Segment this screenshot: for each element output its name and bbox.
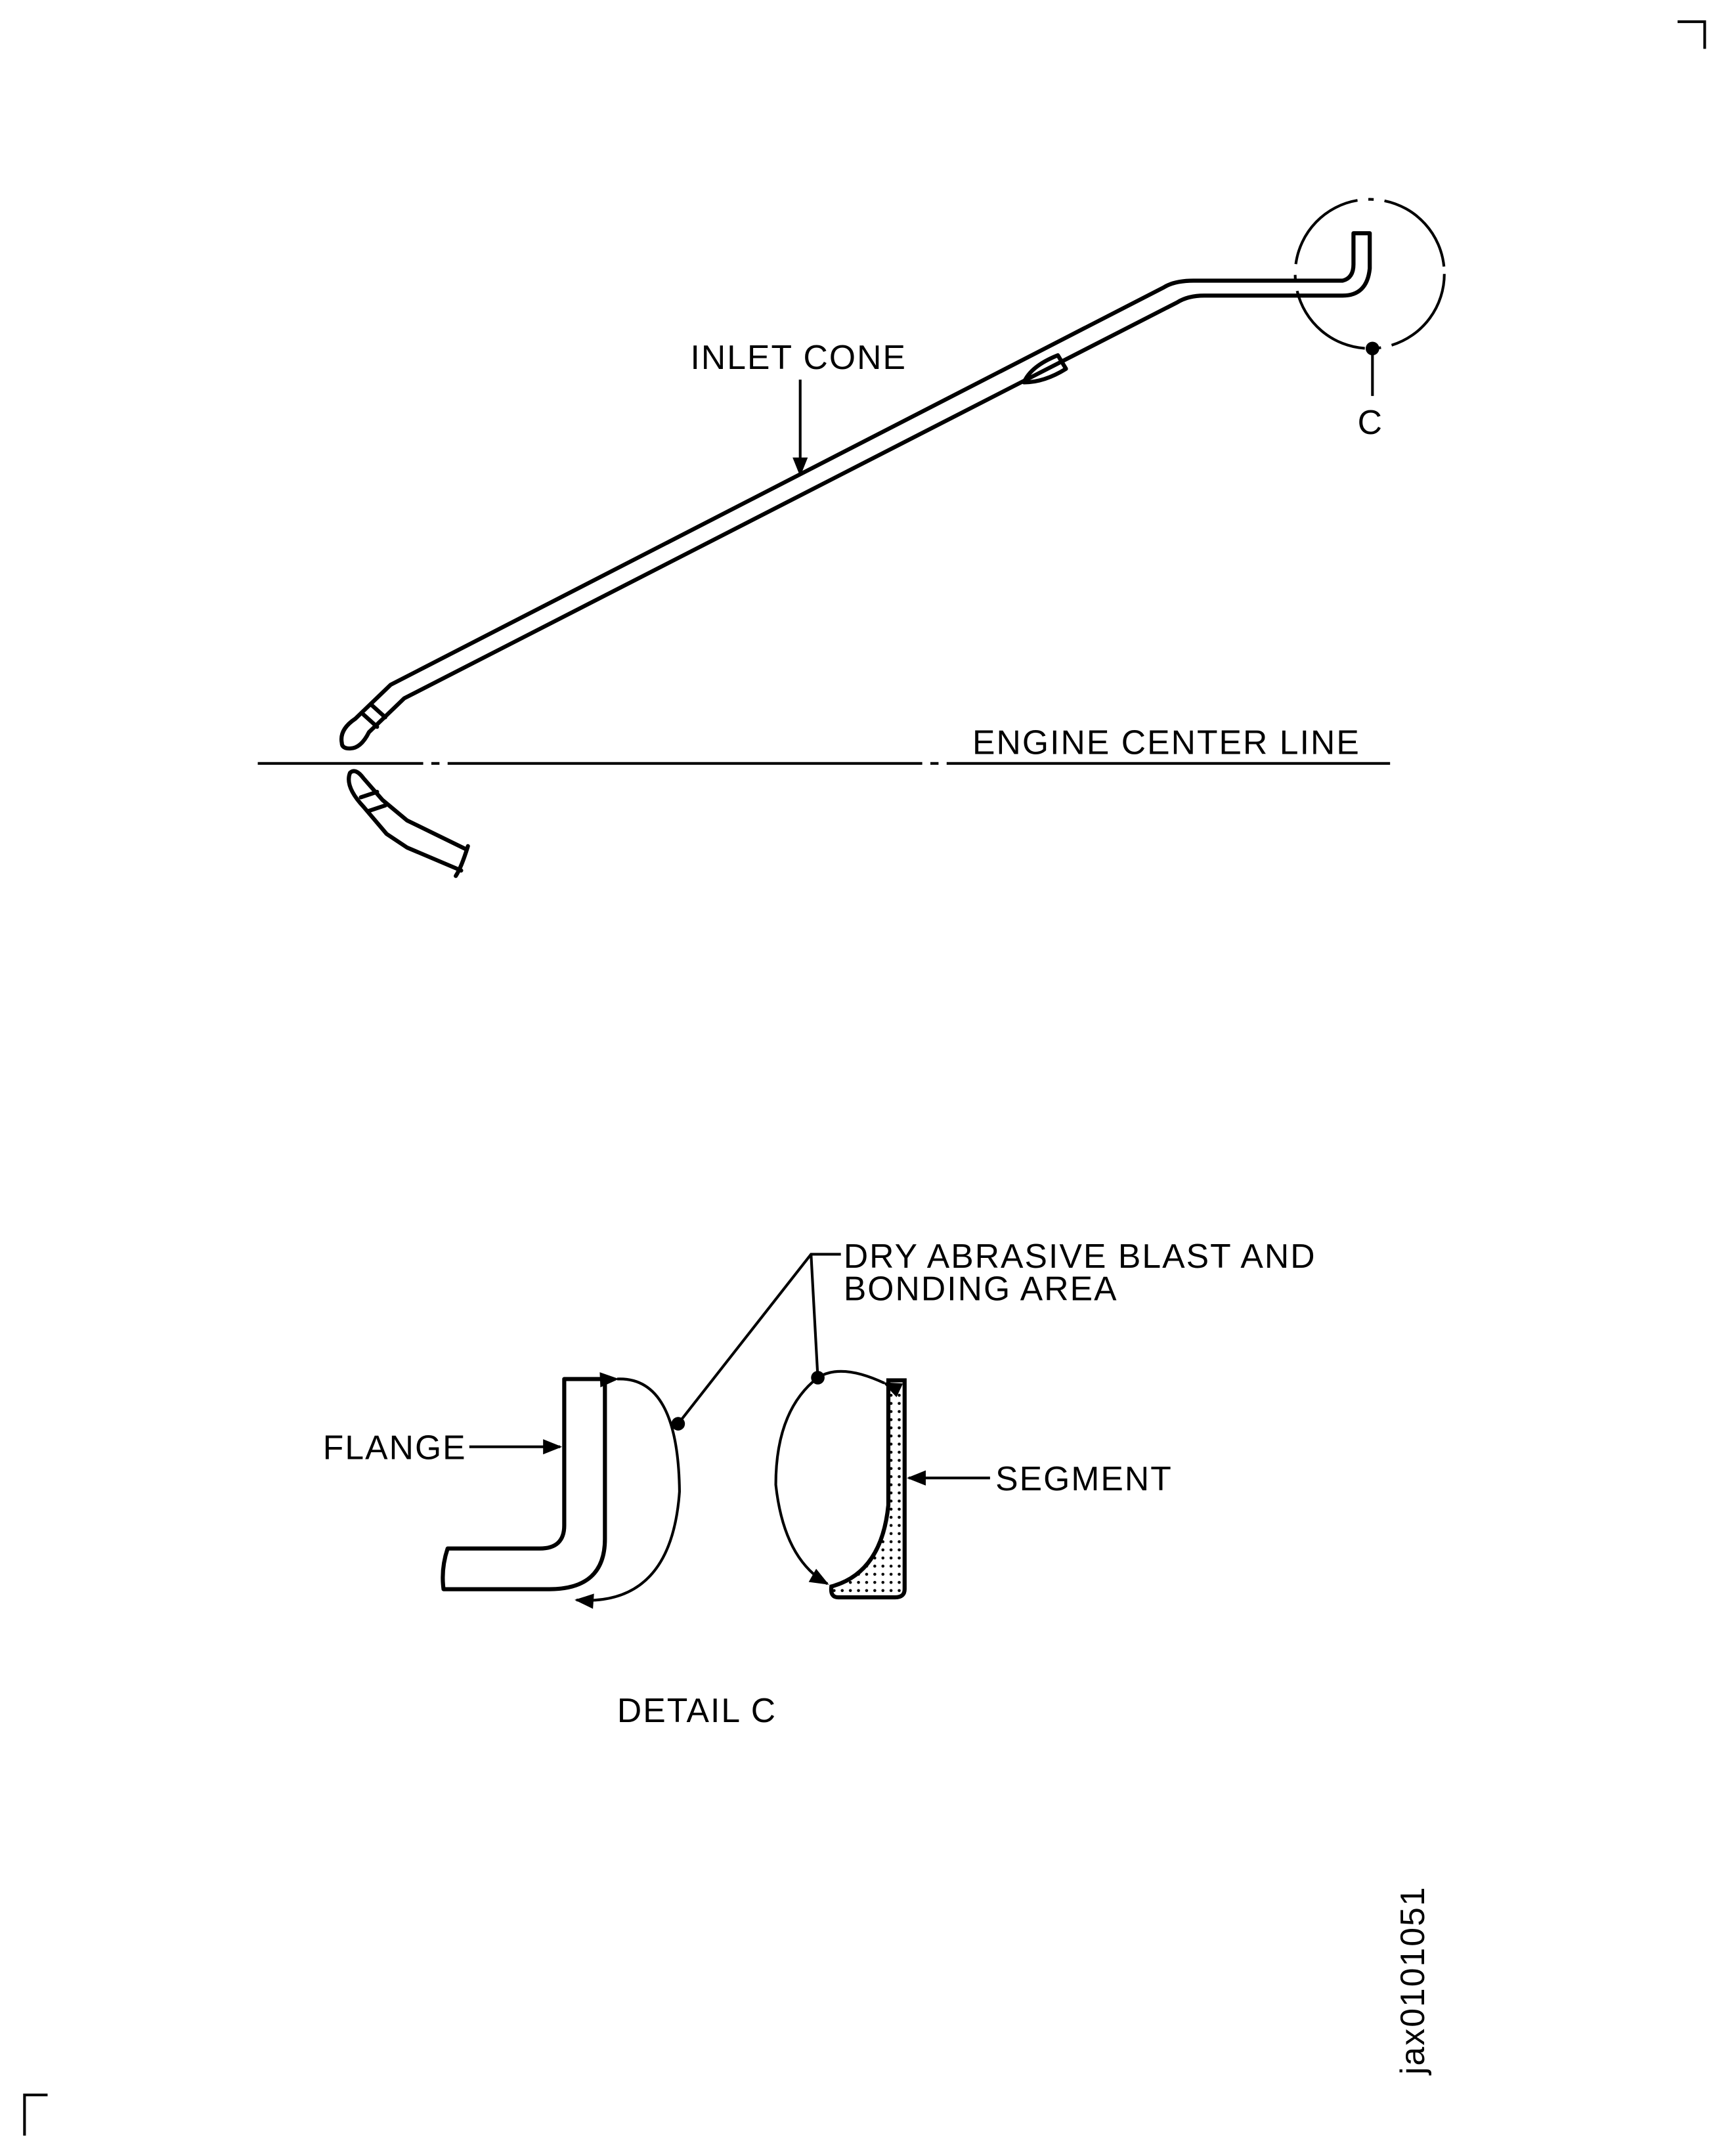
inlet-cone-profile	[339, 231, 1372, 751]
engine-center-line-label: ENGINE CENTER LINE	[972, 723, 1360, 761]
crop-mark-top-right	[1678, 20, 1706, 49]
segment-shape	[829, 1378, 907, 1600]
detail-title: DETAIL C	[617, 1691, 777, 1729]
segment-label: SEGMENT	[995, 1459, 1173, 1498]
segment-bond-arc	[774, 1370, 903, 1586]
crop-mark-bottom-left	[23, 2093, 48, 2136]
callout-line-1: DRY ABRASIVE BLAST AND	[844, 1237, 1316, 1275]
detail-c-ref-label: C	[1358, 403, 1383, 441]
flange-bond-arc	[575, 1372, 681, 1609]
detail-c-circle	[1293, 198, 1446, 350]
figure-id: jax0101051	[1393, 1886, 1431, 2076]
callout-line-2: BONDING AREA	[844, 1270, 1118, 1308]
flange-label: FLANGE	[323, 1428, 467, 1466]
inlet-cone-lower-fragment	[347, 769, 470, 878]
flange-shape	[441, 1377, 607, 1591]
inlet-cone-label: INLET CONE	[690, 338, 907, 376]
callout-leader	[677, 1253, 841, 1425]
